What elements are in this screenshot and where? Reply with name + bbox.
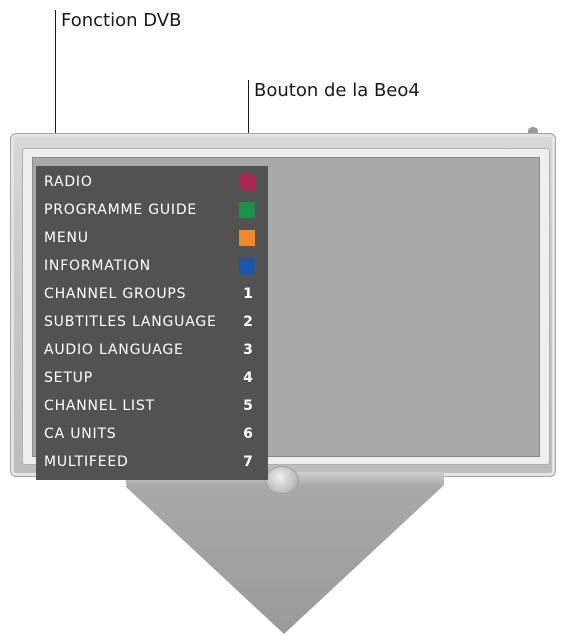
menu-item-label: MENU — [44, 230, 89, 246]
menu-item-label: AUDIO LANGUAGE — [44, 342, 184, 358]
number-key: 6 — [243, 426, 253, 442]
menu-item-label: CHANNEL GROUPS — [44, 286, 187, 302]
color-key-icon — [239, 258, 255, 274]
menu-item[interactable]: CA UNITS 6 — [36, 422, 268, 450]
menu-item-label: SUBTITLES LANGUAGE — [44, 314, 217, 330]
color-key-icon — [239, 174, 255, 190]
color-key-icon — [239, 230, 255, 246]
number-key: 1 — [243, 286, 253, 302]
number-key: 5 — [243, 398, 253, 414]
menu-item[interactable]: MENU — [36, 226, 268, 254]
tv-sensor — [528, 127, 538, 135]
menu-item-label: RADIO — [44, 174, 93, 190]
menu-item-label: CHANNEL LIST — [44, 398, 155, 414]
menu-item-label: MULTIFEED — [44, 454, 129, 470]
dvb-function-callout: Fonction DVB — [61, 10, 182, 31]
dvb-menu: RADIO PROGRAMME GUIDE MENU INFORMATION CHANN… — [36, 166, 268, 480]
beo4-button-callout: Bouton de la Beo4 — [254, 80, 420, 101]
menu-item[interactable]: SETUP 4 — [36, 366, 268, 394]
menu-item[interactable]: CHANNEL GROUPS 1 — [36, 282, 268, 310]
menu-item[interactable]: RADIO — [36, 170, 268, 198]
menu-item[interactable]: INFORMATION — [36, 254, 268, 282]
color-key-icon — [239, 202, 255, 218]
tv-stand-knob — [265, 466, 299, 494]
number-key: 2 — [243, 314, 253, 330]
menu-item-label: SETUP — [44, 370, 93, 386]
menu-item[interactable]: MULTIFEED 7 — [36, 450, 268, 478]
menu-item-label: CA UNITS — [44, 426, 117, 442]
menu-item[interactable]: SUBTITLES LANGUAGE 2 — [36, 310, 268, 338]
menu-item[interactable]: PROGRAMME GUIDE — [36, 198, 268, 226]
menu-item-label: PROGRAMME GUIDE — [44, 202, 198, 218]
stand-arrow-icon — [125, 486, 443, 634]
menu-item-label: INFORMATION — [44, 258, 151, 274]
number-key: 3 — [243, 342, 253, 358]
menu-item[interactable]: AUDIO LANGUAGE 3 — [36, 338, 268, 366]
menu-item[interactable]: CHANNEL LIST 5 — [36, 394, 268, 422]
number-key: 7 — [243, 454, 253, 470]
number-key: 4 — [243, 370, 253, 386]
